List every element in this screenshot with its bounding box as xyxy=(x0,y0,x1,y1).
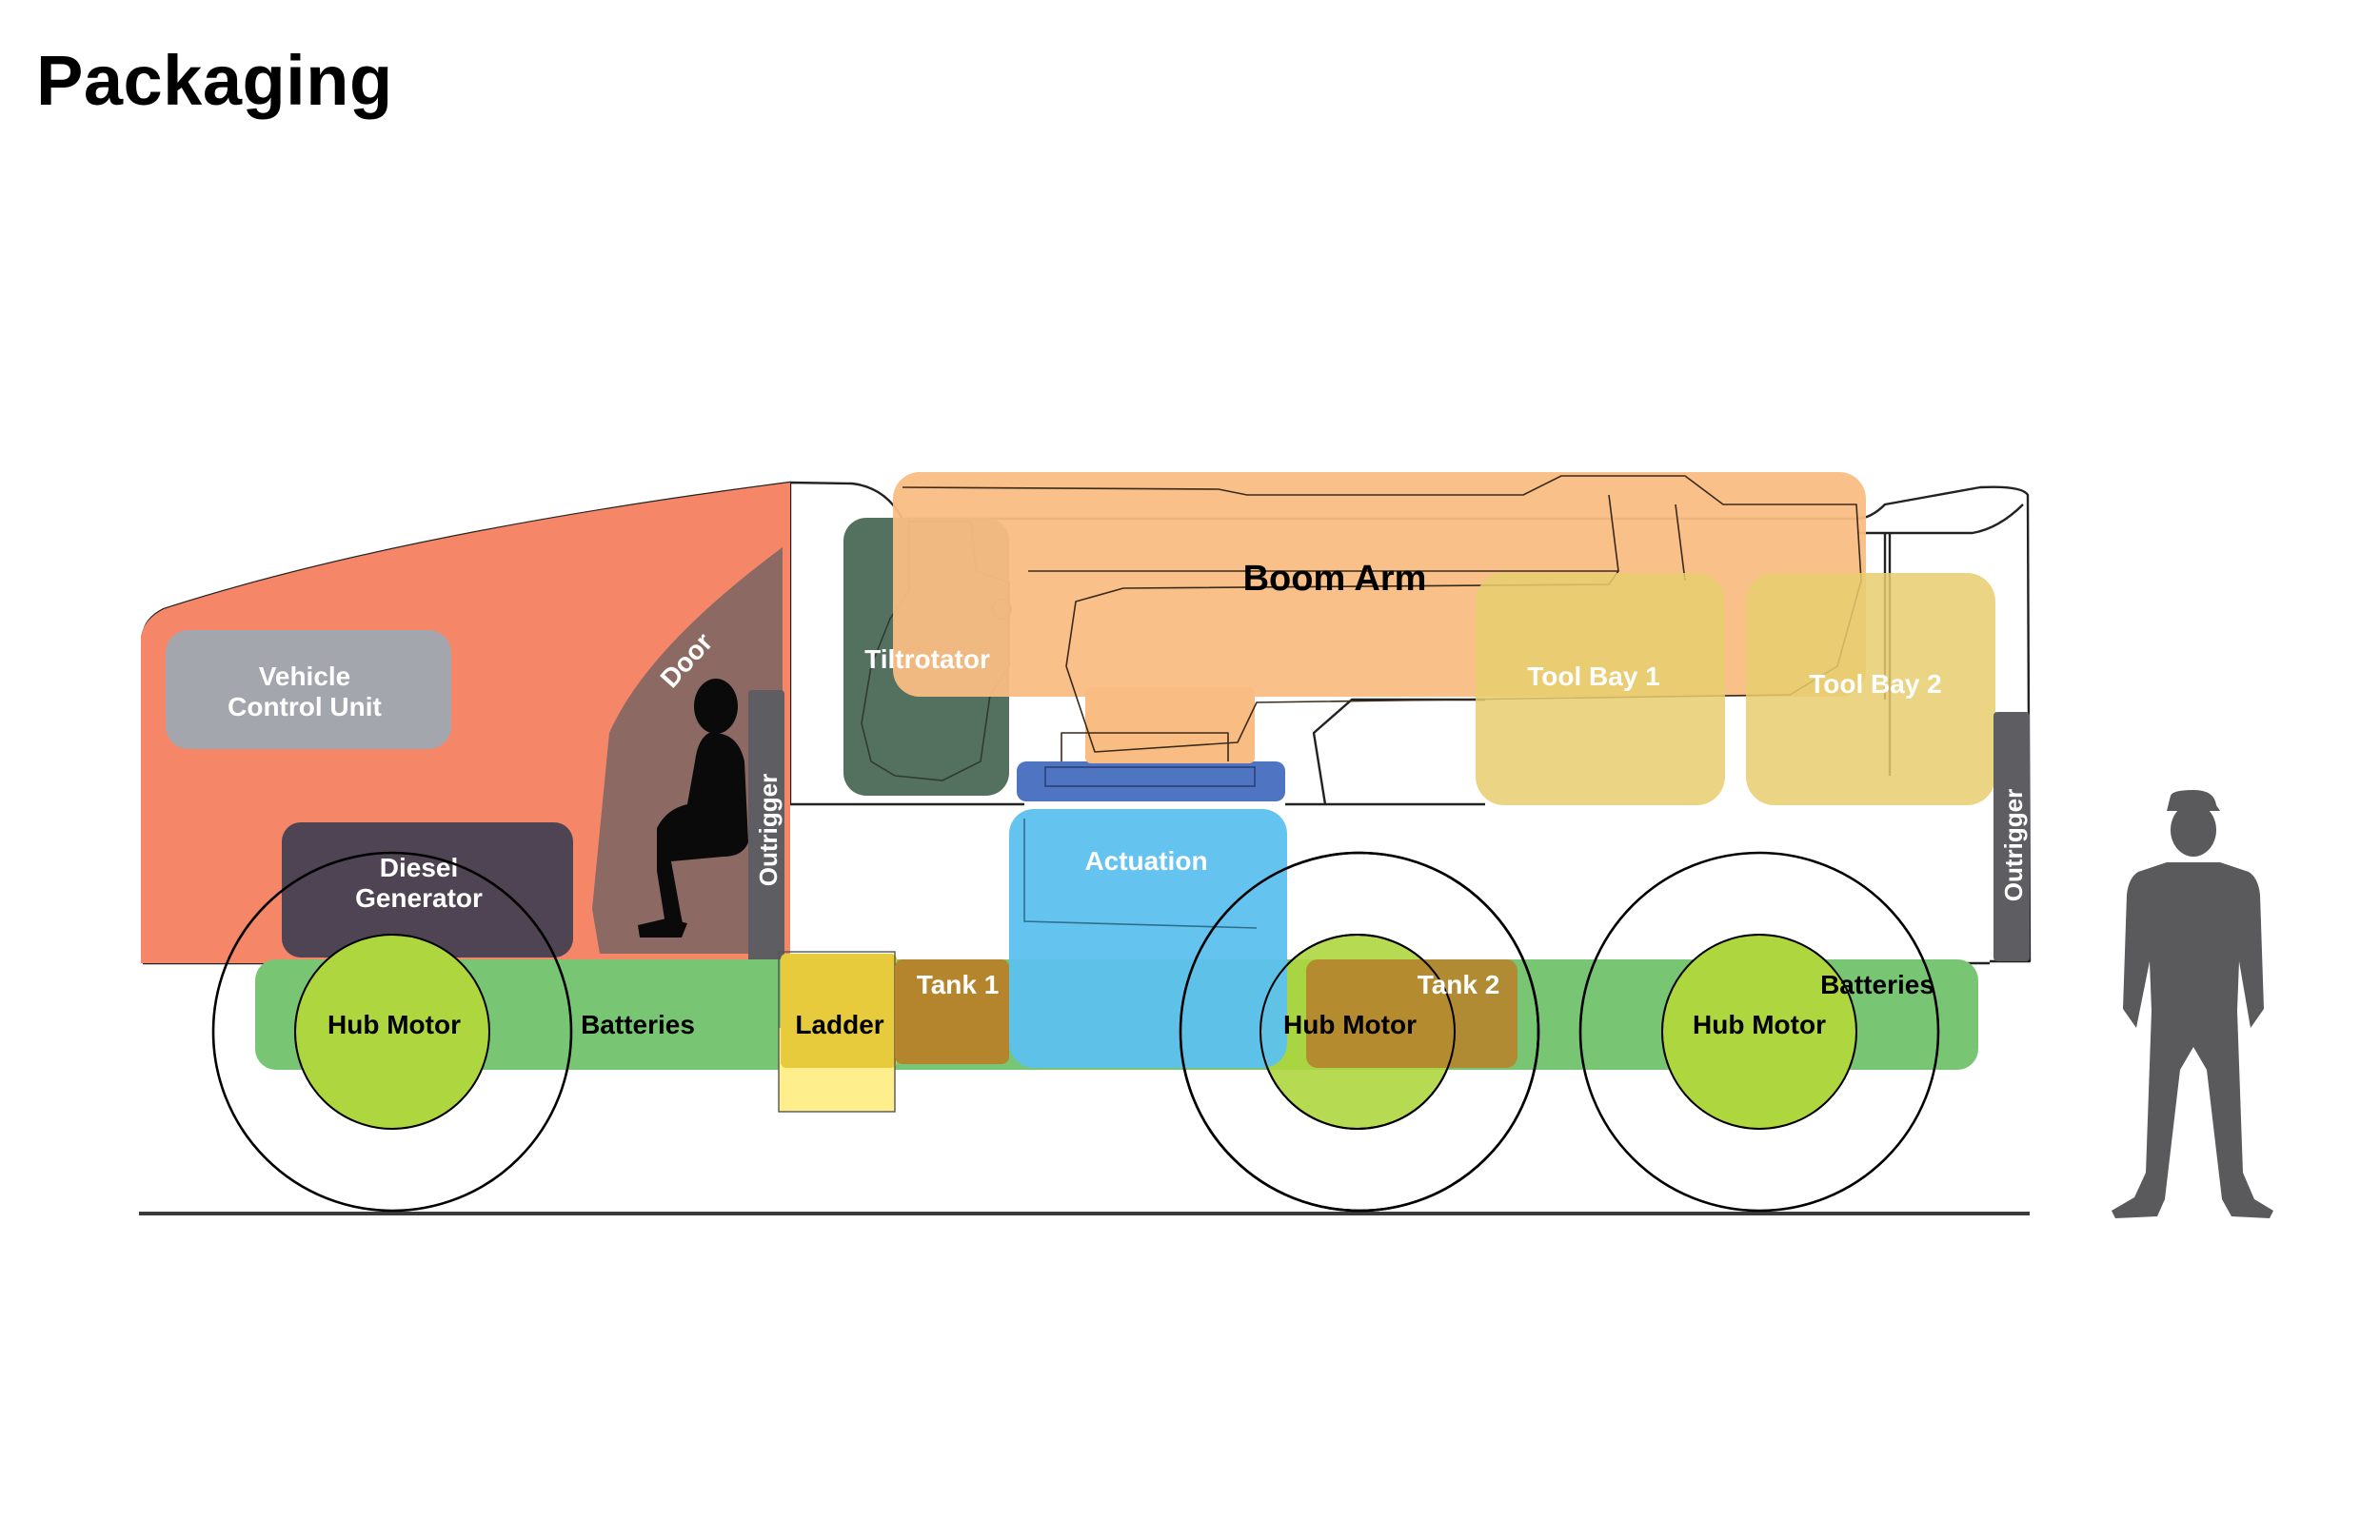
worker-silhouette xyxy=(2112,790,2273,1218)
page-title: Packaging xyxy=(36,41,393,120)
hub-motor-front xyxy=(295,935,489,1129)
tiltrotator-label: Tiltrotator xyxy=(864,644,990,674)
batteries-front-label: Batteries xyxy=(581,1010,695,1039)
wheel-rear xyxy=(1578,851,1940,1213)
hub-motor-rear-label: Hub Motor xyxy=(1693,1010,1826,1039)
boom-arm-label: Boom Arm xyxy=(1243,559,1427,599)
boom-arm-lower xyxy=(1085,687,1255,763)
outrigger-rear xyxy=(1993,712,2030,961)
wheel-front xyxy=(211,851,573,1213)
batteries-rear-label: Batteries xyxy=(1820,970,1934,999)
tool-bay-2-label: Tool Bay 2 xyxy=(1809,669,1942,699)
tank-2 xyxy=(1306,959,1517,1068)
hub-motor-middle-label: Hub Motor xyxy=(1283,1010,1417,1039)
tank-1 xyxy=(895,959,1009,1064)
hub-motor-rear xyxy=(1662,935,1856,1129)
ladder-label: Ladder xyxy=(795,1010,883,1039)
ladder xyxy=(781,954,897,1068)
hub-motor-front-label: Hub Motor xyxy=(327,1010,461,1039)
tool-bay-2 xyxy=(1746,573,1995,805)
vehicle-control-unit xyxy=(166,630,451,749)
outrigger-front xyxy=(748,690,784,964)
tool-bay-1-label: Tool Bay 1 xyxy=(1527,661,1660,691)
outrigger-front-label: Outrigger xyxy=(754,774,783,886)
outrigger-rear-label: Outrigger xyxy=(1999,789,2028,901)
tank-1-label: Tank 1 xyxy=(917,970,1000,999)
actuation xyxy=(1009,809,1287,1068)
actuation-base xyxy=(1017,761,1285,801)
tank-2-label: Tank 2 xyxy=(1418,970,1500,999)
driver-silhouette xyxy=(638,679,748,938)
actuation-label: Actuation xyxy=(1084,846,1207,876)
tool-bay-1 xyxy=(1476,573,1725,805)
